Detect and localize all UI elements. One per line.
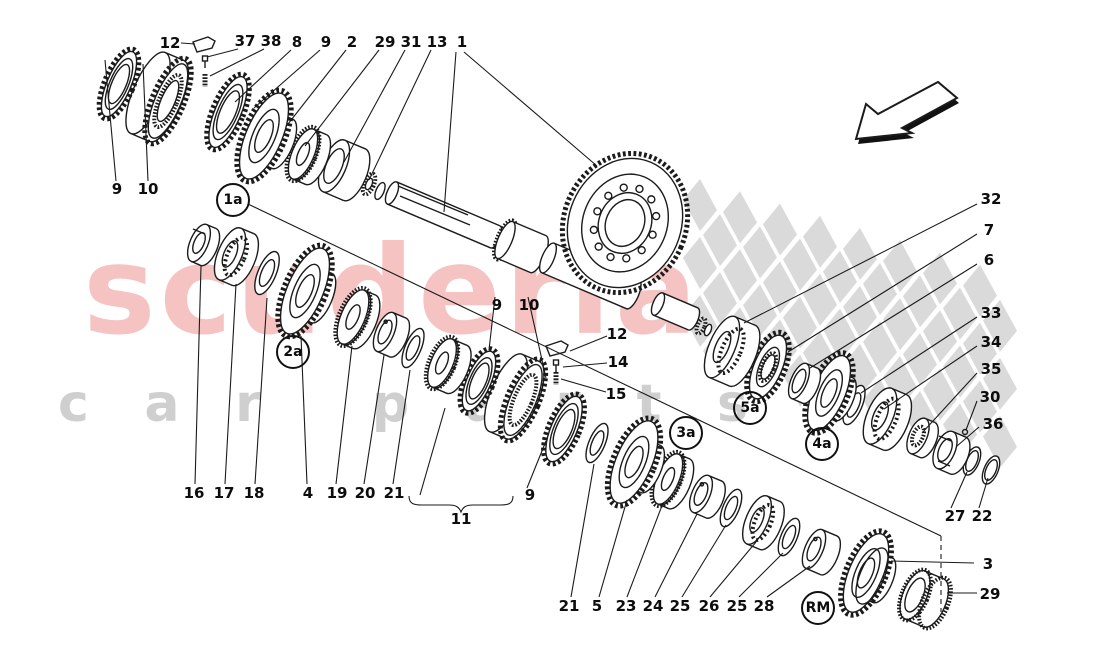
part-callout-21: 21	[558, 597, 580, 615]
part-callout-9: 9	[111, 180, 123, 198]
part-callout-22: 22	[971, 507, 993, 525]
group-callout-RM: RM	[801, 591, 835, 625]
group-callout-1a: 1a	[216, 183, 250, 217]
part-callout-19: 19	[326, 484, 348, 502]
part-callout-27: 27	[944, 507, 966, 525]
watermark-letter: r	[235, 374, 261, 434]
watermark-letter: a	[144, 374, 180, 434]
part-callout-9: 9	[491, 296, 503, 314]
part-callout-16: 16	[183, 484, 205, 502]
part-callout-25: 25	[726, 597, 748, 615]
part-callout-8: 8	[291, 33, 303, 51]
part-callout-38: 38	[260, 32, 282, 50]
part-callout-2: 2	[346, 33, 358, 51]
part-callout-10: 10	[137, 180, 159, 198]
group-callout-3a: 3a	[669, 416, 703, 450]
part-callout-28: 28	[753, 597, 775, 615]
part-callout-17: 17	[213, 484, 235, 502]
part-callout-1: 1	[456, 33, 468, 51]
group-callout-2a: 2a	[276, 335, 310, 369]
part-callout-9: 9	[320, 33, 332, 51]
part-callout-24: 24	[642, 597, 664, 615]
part-callout-25: 25	[669, 597, 691, 615]
part-callout-23: 23	[615, 597, 637, 615]
watermark-letter: p	[371, 374, 410, 434]
part-callout-29: 29	[979, 585, 1001, 603]
part-callout-10: 10	[518, 296, 540, 314]
group-callout-5a: 5a	[733, 391, 767, 425]
part-callout-5: 5	[591, 597, 603, 615]
part-callout-15: 15	[605, 385, 627, 403]
part-callout-13: 13	[426, 33, 448, 51]
part-callout-29: 29	[374, 33, 396, 51]
part-callout-33: 33	[980, 304, 1002, 322]
part-callout-9: 9	[524, 486, 536, 504]
part-callout-26: 26	[698, 597, 720, 615]
part-callout-20: 20	[354, 484, 376, 502]
part-callout-3: 3	[982, 555, 994, 573]
part-callout-12: 12	[159, 34, 181, 52]
part-callout-32: 32	[980, 190, 1002, 208]
group-callout-4a: 4a	[805, 427, 839, 461]
part-callout-30: 30	[979, 388, 1001, 406]
part-callout-35: 35	[980, 360, 1002, 378]
part-callout-12: 12	[606, 325, 628, 343]
part-callout-34: 34	[980, 333, 1002, 351]
part-callout-31: 31	[400, 33, 422, 51]
part-callout-7: 7	[983, 221, 995, 239]
part-callout-14: 14	[607, 353, 629, 371]
part-callout-11: 11	[450, 510, 472, 528]
part-callout-21: 21	[383, 484, 405, 502]
part-callout-4: 4	[302, 484, 314, 502]
part-callout-18: 18	[243, 484, 265, 502]
watermark-letter: c	[58, 374, 89, 434]
part-callout-36: 36	[982, 415, 1004, 433]
part-callout-37: 37	[234, 32, 256, 50]
part-callout-6: 6	[983, 251, 995, 269]
